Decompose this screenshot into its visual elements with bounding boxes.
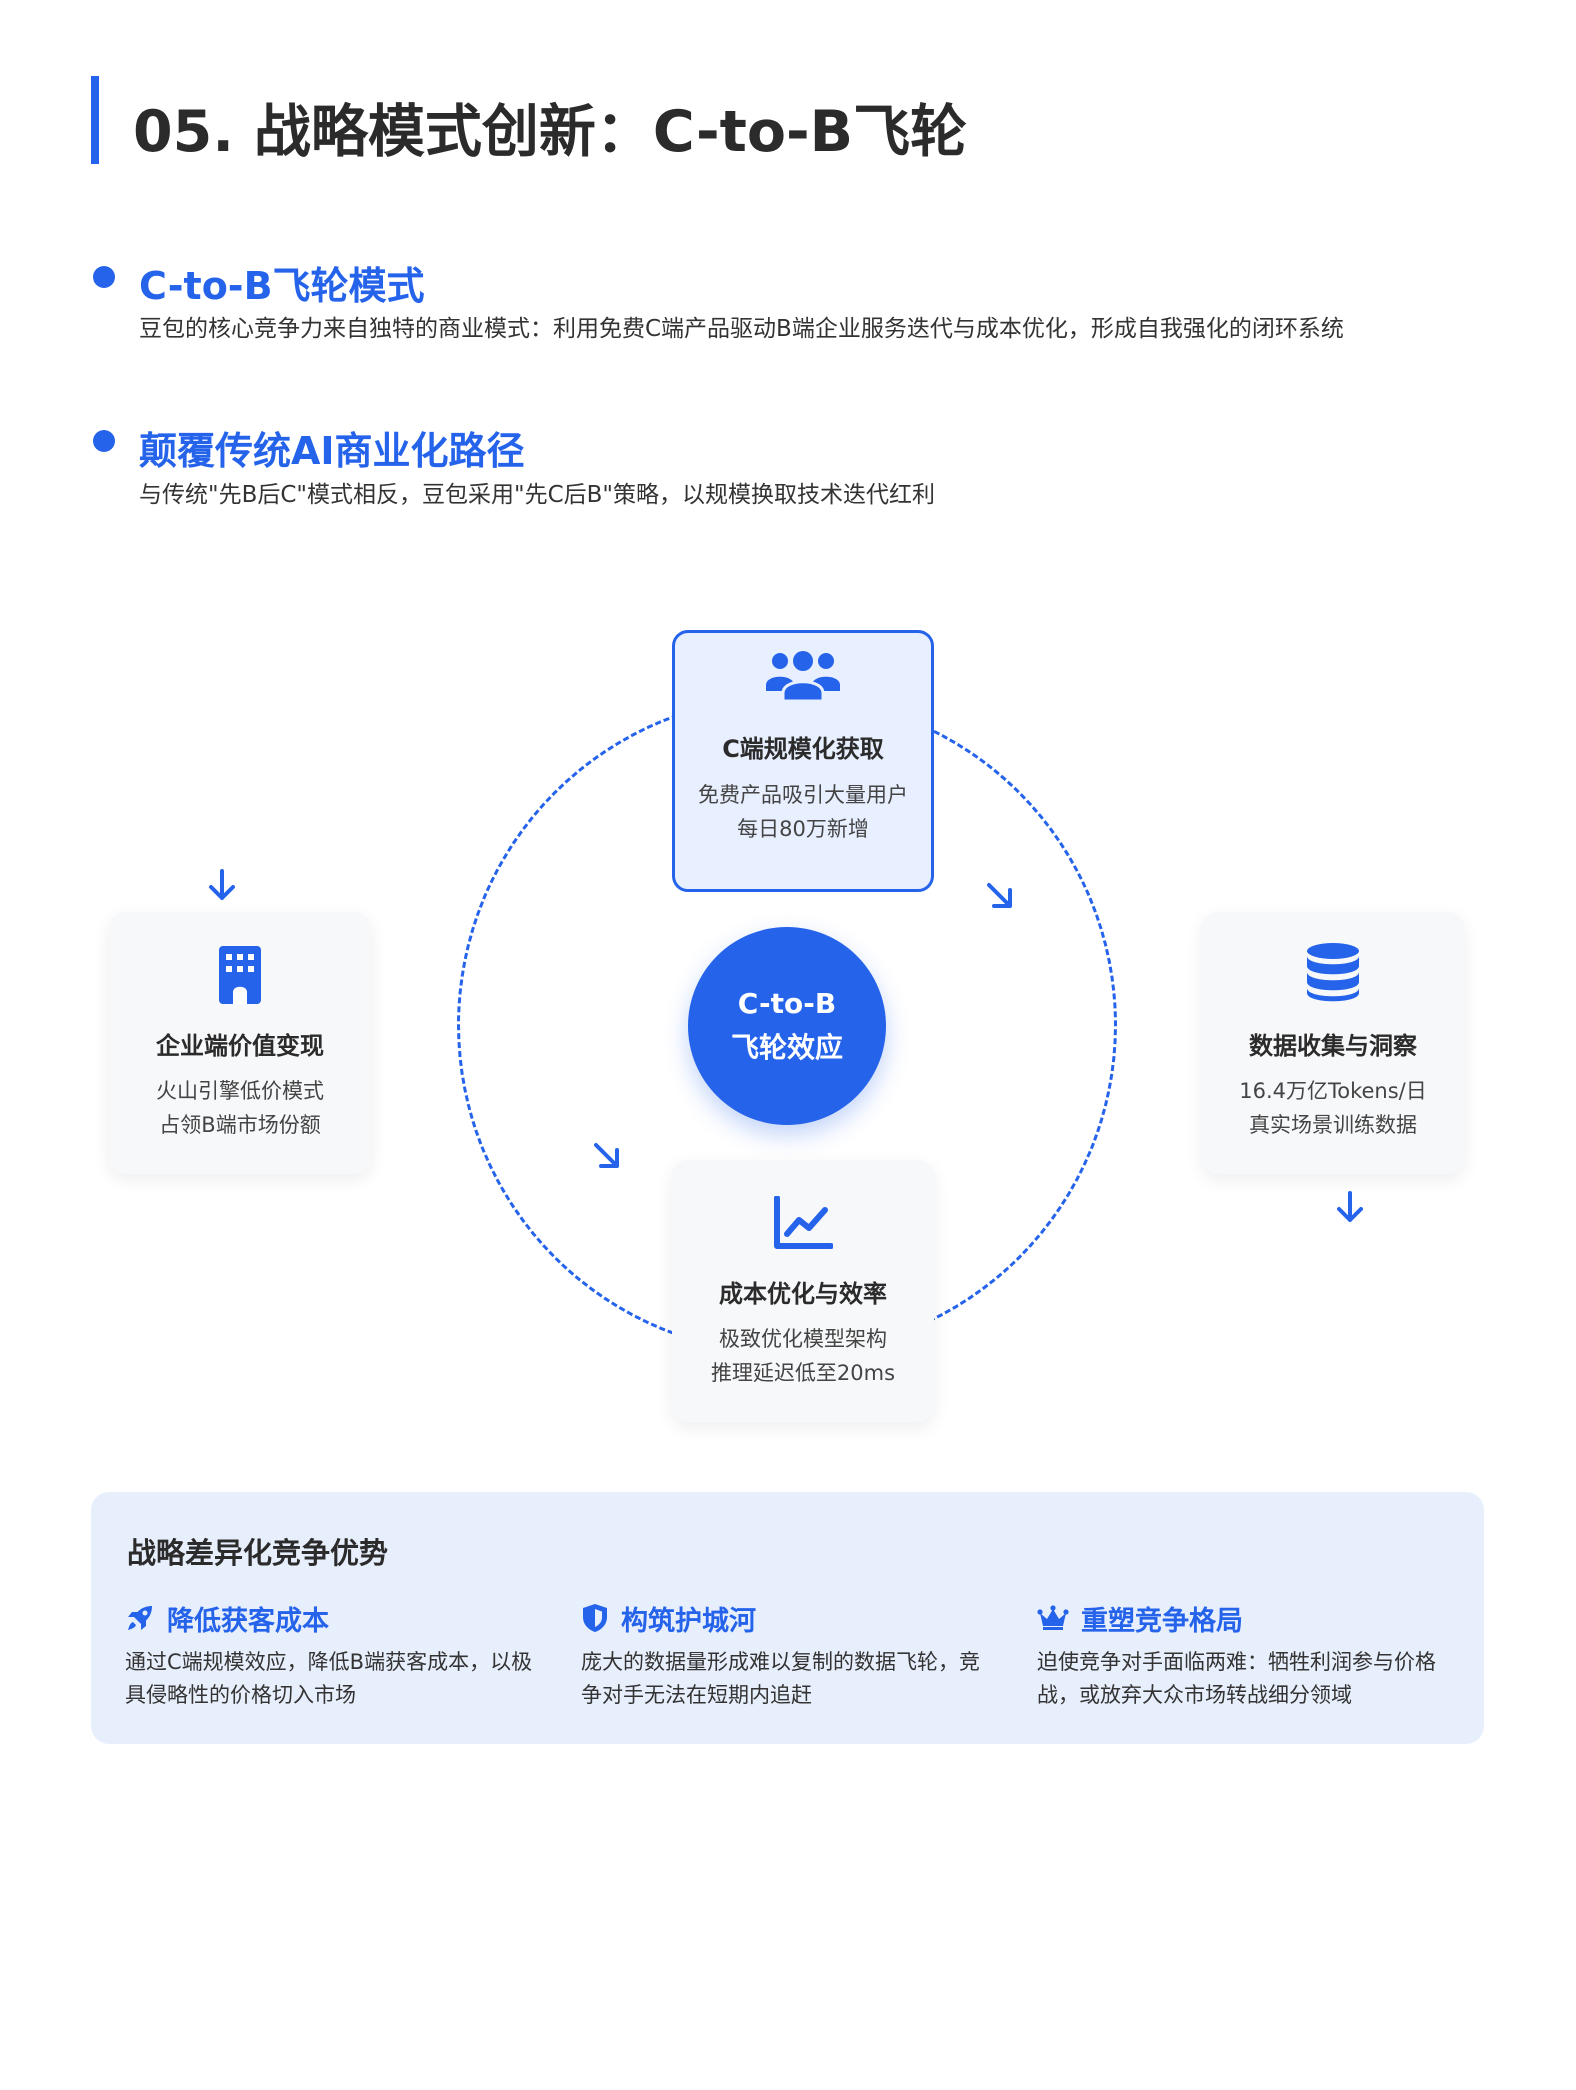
node-title: 成本优化与效率 [719,1280,887,1308]
node-desc-line: 极致优化模型架构 [719,1327,887,1351]
node-enterprise-value: 企业端价值变现 火山引擎低价模式 占领B端市场份额 [109,912,371,1174]
arrow-down-right-icon [987,883,1012,908]
advantage-item: 降低获客成本 通过C端规模效应，降低B端获客成本，以极具侵略性的价格切入市场 [125,1598,535,1712]
advantage-desc: 通过C端规模效应，降低B端获客成本，以极具侵略性的价格切入市场 [125,1650,533,1707]
building-icon [109,946,371,1004]
hub-label-line2: 飞轮效应 [730,1031,843,1064]
users-icon [675,647,931,709]
advantage-title: 重塑竞争格局 [1081,1605,1243,1637]
bullet-dot [93,266,115,288]
arrow-down-icon [1337,1191,1363,1222]
advantage-item: 构筑护城河 庞大的数据量形成难以复制的数据飞轮，竞争对手无法在短期内追赶 [581,1598,991,1712]
advantages-heading: 战略差异化竞争优势 [127,1536,389,1570]
arrow-down-right-icon [594,1143,619,1168]
node-desc-line: 推理延迟低至20ms [710,1361,896,1385]
page-title: 05. 战略模式创新：C-to-B飞轮 [133,99,968,165]
node-title: 企业端价值变现 [156,1032,324,1060]
chart-line-icon [672,1196,934,1250]
bullet-desc-disrupt: 与传统"先B后C"模式相反，豆包采用"先C后B"策略，以规模换取技术迭代红利 [139,482,935,508]
shield-icon [583,1604,607,1632]
node-desc: 极致优化模型架构 推理延迟低至20ms [694,1322,912,1390]
crown-icon [1037,1605,1069,1630]
node-desc-line: 真实场景训练数据 [1249,1113,1417,1137]
node-desc-line: 每日80万新增 [737,817,869,841]
node-desc: 火山引擎低价模式 占领B端市场份额 [131,1074,349,1142]
title-accent-bar [91,76,99,164]
node-title: 数据收集与洞察 [1249,1032,1417,1060]
node-c-acquisition: C端规模化获取 免费产品吸引大量用户 每日80万新增 [672,630,934,892]
advantage-desc: 庞大的数据量形成难以复制的数据飞轮，竞争对手无法在短期内追赶 [581,1650,980,1707]
flywheel-hub: C-to-B 飞轮效应 [688,927,886,1125]
node-desc-line: 16.4万亿Tokens/日 [1239,1079,1427,1103]
arrow-down-icon [209,869,235,900]
node-desc-line: 免费产品吸引大量用户 [698,783,908,807]
bullet-desc-flywheel: 豆包的核心竞争力来自独特的商业模式：利用免费C端产品驱动B端企业服务迭代与成本优… [139,316,1344,342]
node-desc-line: 占领B端市场份额 [159,1113,321,1137]
node-cost-efficiency: 成本优化与效率 极致优化模型架构 推理延迟低至20ms [672,1160,934,1422]
node-data-insight: 数据收集与洞察 16.4万亿Tokens/日 真实场景训练数据 [1202,912,1464,1174]
node-title: C端规模化获取 [722,735,884,763]
advantage-title: 构筑护城河 [621,1605,756,1637]
node-desc: 免费产品吸引大量用户 每日80万新增 [697,778,909,846]
advantage-desc: 迫使竞争对手面临两难：牺牲利润参与价格战，或放弃大众市场转战细分领域 [1037,1650,1436,1707]
advantage-title: 降低获客成本 [167,1605,329,1637]
node-desc: 16.4万亿Tokens/日 真实场景训练数据 [1224,1074,1442,1142]
hub-label-line1: C-to-B [737,987,837,1020]
bullet-title-disrupt: 颠覆传统AI商业化路径 [139,429,525,473]
flywheel-diagram: C端规模化获取 免费产品吸引大量用户 每日80万新增 数据收集与洞察 16.4万… [0,600,1576,1460]
node-desc-line: 火山引擎低价模式 [156,1079,324,1103]
advantage-item: 重塑竞争格局 迫使竞争对手面临两难：牺牲利润参与价格战，或放弃大众市场转战细分领… [1037,1598,1447,1712]
database-icon [1202,942,1464,1002]
advantages-panel: 战略差异化竞争优势 降低获客成本 通过C端规模效应，降低B端获客成本，以极具侵略… [91,1492,1484,1744]
rocket-icon [128,1606,152,1630]
bullet-dot [93,430,115,452]
bullet-title-flywheel: C-to-B飞轮模式 [139,264,425,308]
